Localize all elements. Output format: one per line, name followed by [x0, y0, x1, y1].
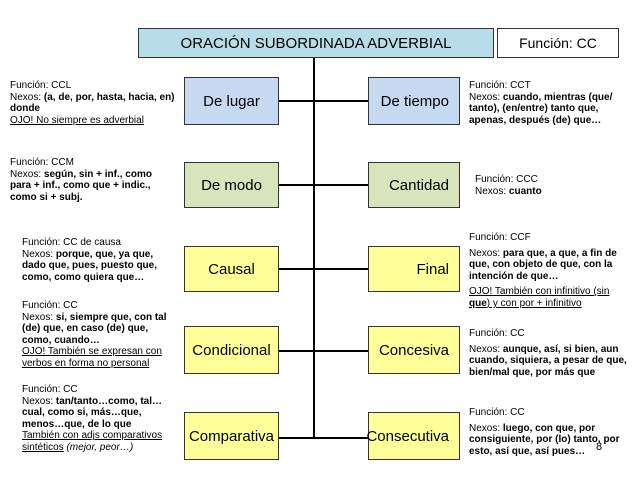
note-cantidad-function: Función: CCC [475, 174, 538, 185]
note-condicional-warning: OJO! También se expresan con verbos en f… [22, 346, 162, 369]
box-de-tiempo: De tiempo [368, 77, 460, 125]
note-lugar: Función: CCL Nexos: (a, de, por, hasta, … [10, 80, 178, 126]
trunk-line [313, 58, 315, 439]
note-condicional: Función: CC Nexos: si, siempre que, con … [22, 300, 177, 370]
note-lugar-function: Función: CCL [10, 80, 72, 91]
note-tiempo-nexos: cuando, mientras (que/ tanto), (en/entre… [469, 91, 613, 126]
note-concesiva-nexos: aunque, así, si bien, aun cuando, siquie… [469, 343, 627, 378]
box-concesiva: Concesiva [368, 326, 460, 374]
connector-row-4 [267, 350, 370, 352]
note-final-warning-tail: ) y con por + infinitivo [486, 297, 582, 309]
note-comparativa-examples: (mejor, peor…) [66, 441, 134, 453]
note-lugar-nexos: (a, de, por, hasta, hacia, en) donde [10, 91, 175, 115]
note-lugar-warning: OJO! No siempre es adverbial [10, 114, 144, 126]
note-condicional-function: Función: CC [22, 300, 78, 311]
note-modo-nexos: según, sin + inf., como para + inf., com… [10, 168, 152, 203]
box-causal: Causal [184, 246, 279, 292]
note-causal-function: Función: CC de causa [22, 237, 121, 248]
note-concesiva: Función: CC Nexos: aunque, así, si bien,… [469, 328, 633, 378]
note-final-nexos: para que, a que, a fin de que, con objet… [469, 247, 617, 282]
note-final: Función: CCF Nexos: para que, a que, a f… [469, 232, 631, 310]
box-de-modo: De modo [184, 162, 279, 208]
box-cantidad: Cantidad [368, 162, 460, 208]
connector-row-5 [267, 437, 370, 439]
note-modo-nexos-label: Nexos: [10, 168, 44, 180]
note-concesiva-function: Función: CC [469, 328, 525, 339]
note-cantidad: Función: CCC Nexos: cuanto [475, 174, 625, 197]
note-comparativa-nexos-label: Nexos: [22, 395, 56, 407]
note-modo-function: Función: CCM [10, 157, 74, 168]
note-comparativa: Función: CC Nexos: tan/tanto…como, tal… … [22, 384, 180, 454]
box-de-lugar: De lugar [184, 77, 279, 125]
note-consecutiva-nexos: luego, con que, por consiguiente, por (l… [469, 422, 620, 457]
note-tiempo-nexos-label: Nexos: [469, 91, 503, 103]
note-lugar-nexos-label: Nexos: [10, 91, 44, 103]
note-consecutiva-function: Función: CC [469, 407, 525, 418]
note-tiempo-function: Función: CCT [469, 80, 531, 91]
note-comparativa-extra: También con adjs comparativos sintéticos [22, 430, 163, 453]
note-tiempo: Función: CCT Nexos: cuando, mientras (qu… [469, 80, 629, 126]
note-final-warning-que: que [469, 297, 487, 309]
note-consecutiva: Función: CC Nexos: luego, con que, por c… [469, 407, 625, 457]
note-condicional-nexos-label: Nexos: [22, 311, 56, 323]
note-cantidad-nexos-label: Nexos: [475, 185, 509, 197]
note-causal-nexos: porque, que, ya que, dado que, pues, pue… [22, 248, 158, 283]
connector-row-3 [267, 268, 370, 270]
main-function-label: Función: CC [497, 28, 619, 58]
note-consecutiva-nexos-label: Nexos: [469, 422, 503, 434]
diagram-title: ORACIÓN SUBORDINADA ADVERBIAL [138, 28, 494, 58]
note-causal-nexos-label: Nexos: [22, 248, 56, 260]
note-causal: Función: CC de causa Nexos: porque, que,… [22, 237, 174, 283]
note-concesiva-nexos-label: Nexos: [469, 343, 503, 355]
note-final-warning: OJO! También con infinitivo (sin [469, 286, 610, 298]
box-consecutiva: Consecutiva [366, 412, 460, 460]
box-final: Final [368, 246, 460, 292]
connector-row-1 [267, 100, 370, 102]
note-final-nexos-label: Nexos: [469, 247, 503, 259]
page-number: 8 [596, 441, 603, 453]
connector-row-2 [267, 184, 370, 186]
box-condicional: Condicional [184, 326, 279, 374]
note-final-function: Función: CCF [469, 232, 531, 243]
note-comparativa-nexos: tan/tanto…como, tal… cual, como si, más…… [22, 395, 163, 430]
note-cantidad-nexos: cuanto [508, 185, 542, 197]
note-comparativa-function: Función: CC [22, 384, 78, 395]
note-modo: Función: CCM Nexos: según, sin + inf., c… [10, 157, 175, 203]
box-comparativa: Comparativa [184, 412, 279, 460]
note-condicional-nexos: si, siempre que, con tal (de) que, en ca… [22, 311, 167, 346]
